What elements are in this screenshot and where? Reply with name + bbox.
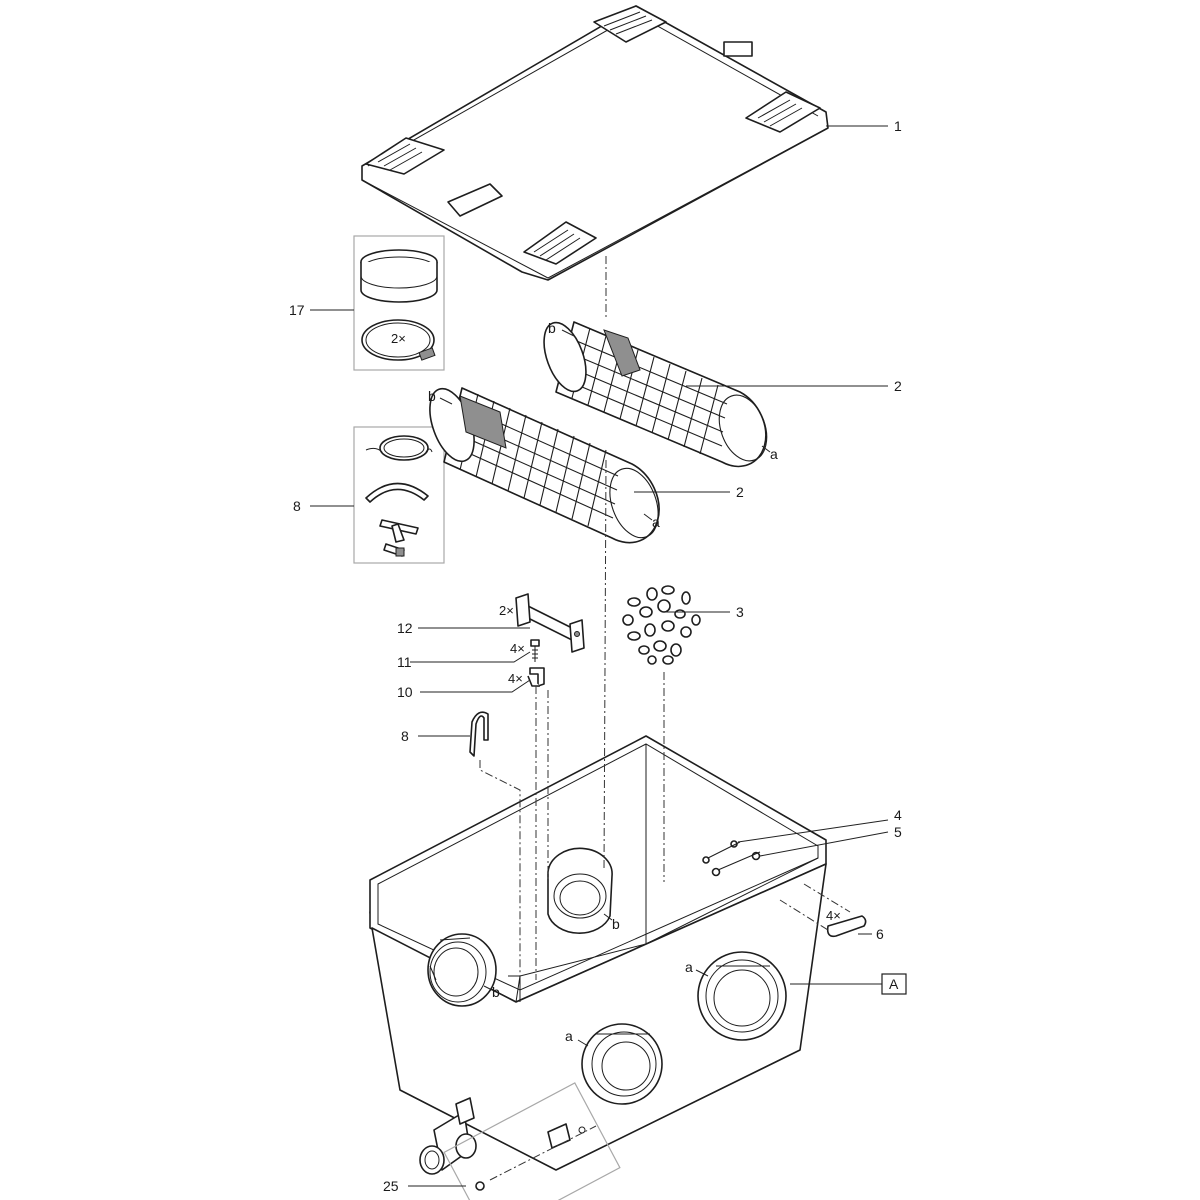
callout-17: 17 bbox=[289, 302, 305, 318]
handle-part6 bbox=[826, 915, 867, 938]
end-b-left-flange: b bbox=[492, 984, 500, 1000]
clip-part10 bbox=[527, 667, 545, 687]
callout-8-pipe: 8 bbox=[401, 728, 409, 744]
filter-media-pebbles bbox=[622, 585, 701, 665]
part8-kit-group bbox=[353, 426, 445, 564]
part17-group bbox=[353, 235, 445, 371]
axis-handle bbox=[779, 883, 851, 931]
callout-5: 5 bbox=[894, 824, 902, 840]
bracket-part12 bbox=[515, 593, 585, 653]
callout-10: 10 bbox=[397, 684, 413, 700]
hose-nozzle bbox=[383, 543, 405, 557]
quantity-part6: 4× bbox=[826, 908, 841, 923]
flange-front-a bbox=[581, 1023, 663, 1105]
screws-part4-5 bbox=[702, 840, 761, 877]
end-b-inner-flange: b bbox=[612, 916, 620, 932]
callout-4: 4 bbox=[894, 807, 902, 823]
callout-2-upper: 2 bbox=[894, 378, 902, 394]
callout-1: 1 bbox=[894, 118, 902, 134]
axis-part10-11 bbox=[535, 686, 549, 980]
end-a-right-flange: a bbox=[685, 959, 693, 975]
callout-8-kit: 8 bbox=[293, 498, 301, 514]
hook-pipe-part8 bbox=[469, 711, 489, 757]
hose-clamp bbox=[361, 319, 436, 361]
end-b-upper-tube: b bbox=[548, 320, 556, 336]
drain-valve-part25 bbox=[419, 1097, 477, 1175]
flange-right-a bbox=[697, 951, 787, 1041]
axis-valve bbox=[489, 1125, 597, 1181]
callout-2-lower: 2 bbox=[736, 484, 744, 500]
lid bbox=[361, 5, 829, 281]
callout-6: 6 bbox=[876, 926, 884, 942]
quantity-part12: 2× bbox=[499, 603, 514, 618]
end-a-lower-tube: a bbox=[652, 514, 660, 530]
callout-25: 25 bbox=[383, 1178, 399, 1194]
callout-A: A bbox=[889, 976, 899, 992]
assembly-label-A: A bbox=[881, 973, 907, 995]
tee-connector bbox=[379, 519, 419, 543]
pipe-bend bbox=[365, 482, 429, 503]
flange-inner-b bbox=[547, 847, 613, 934]
callout-3: 3 bbox=[736, 604, 744, 620]
part25-group bbox=[443, 1082, 621, 1200]
end-a-upper-tube: a bbox=[770, 446, 778, 462]
end-a-front-flange: a bbox=[565, 1028, 573, 1044]
callout-12: 12 bbox=[397, 620, 413, 636]
quantity-part11: 4× bbox=[510, 641, 525, 656]
axis-pipe-8 bbox=[479, 760, 521, 976]
axis-tube-b bbox=[603, 459, 607, 871]
end-b-lower-tube: b bbox=[428, 388, 436, 404]
screw-part11 bbox=[530, 639, 540, 662]
filter-tube-lower bbox=[429, 387, 660, 544]
quantity-part10: 4× bbox=[508, 671, 523, 686]
clamp-quantity: 2× bbox=[391, 331, 406, 346]
lid-grip-pads bbox=[365, 5, 821, 265]
flange-left-b bbox=[427, 933, 497, 1007]
connector-sleeve bbox=[360, 249, 438, 303]
callout-11: 11 bbox=[397, 654, 412, 670]
hose-coil bbox=[365, 435, 433, 461]
